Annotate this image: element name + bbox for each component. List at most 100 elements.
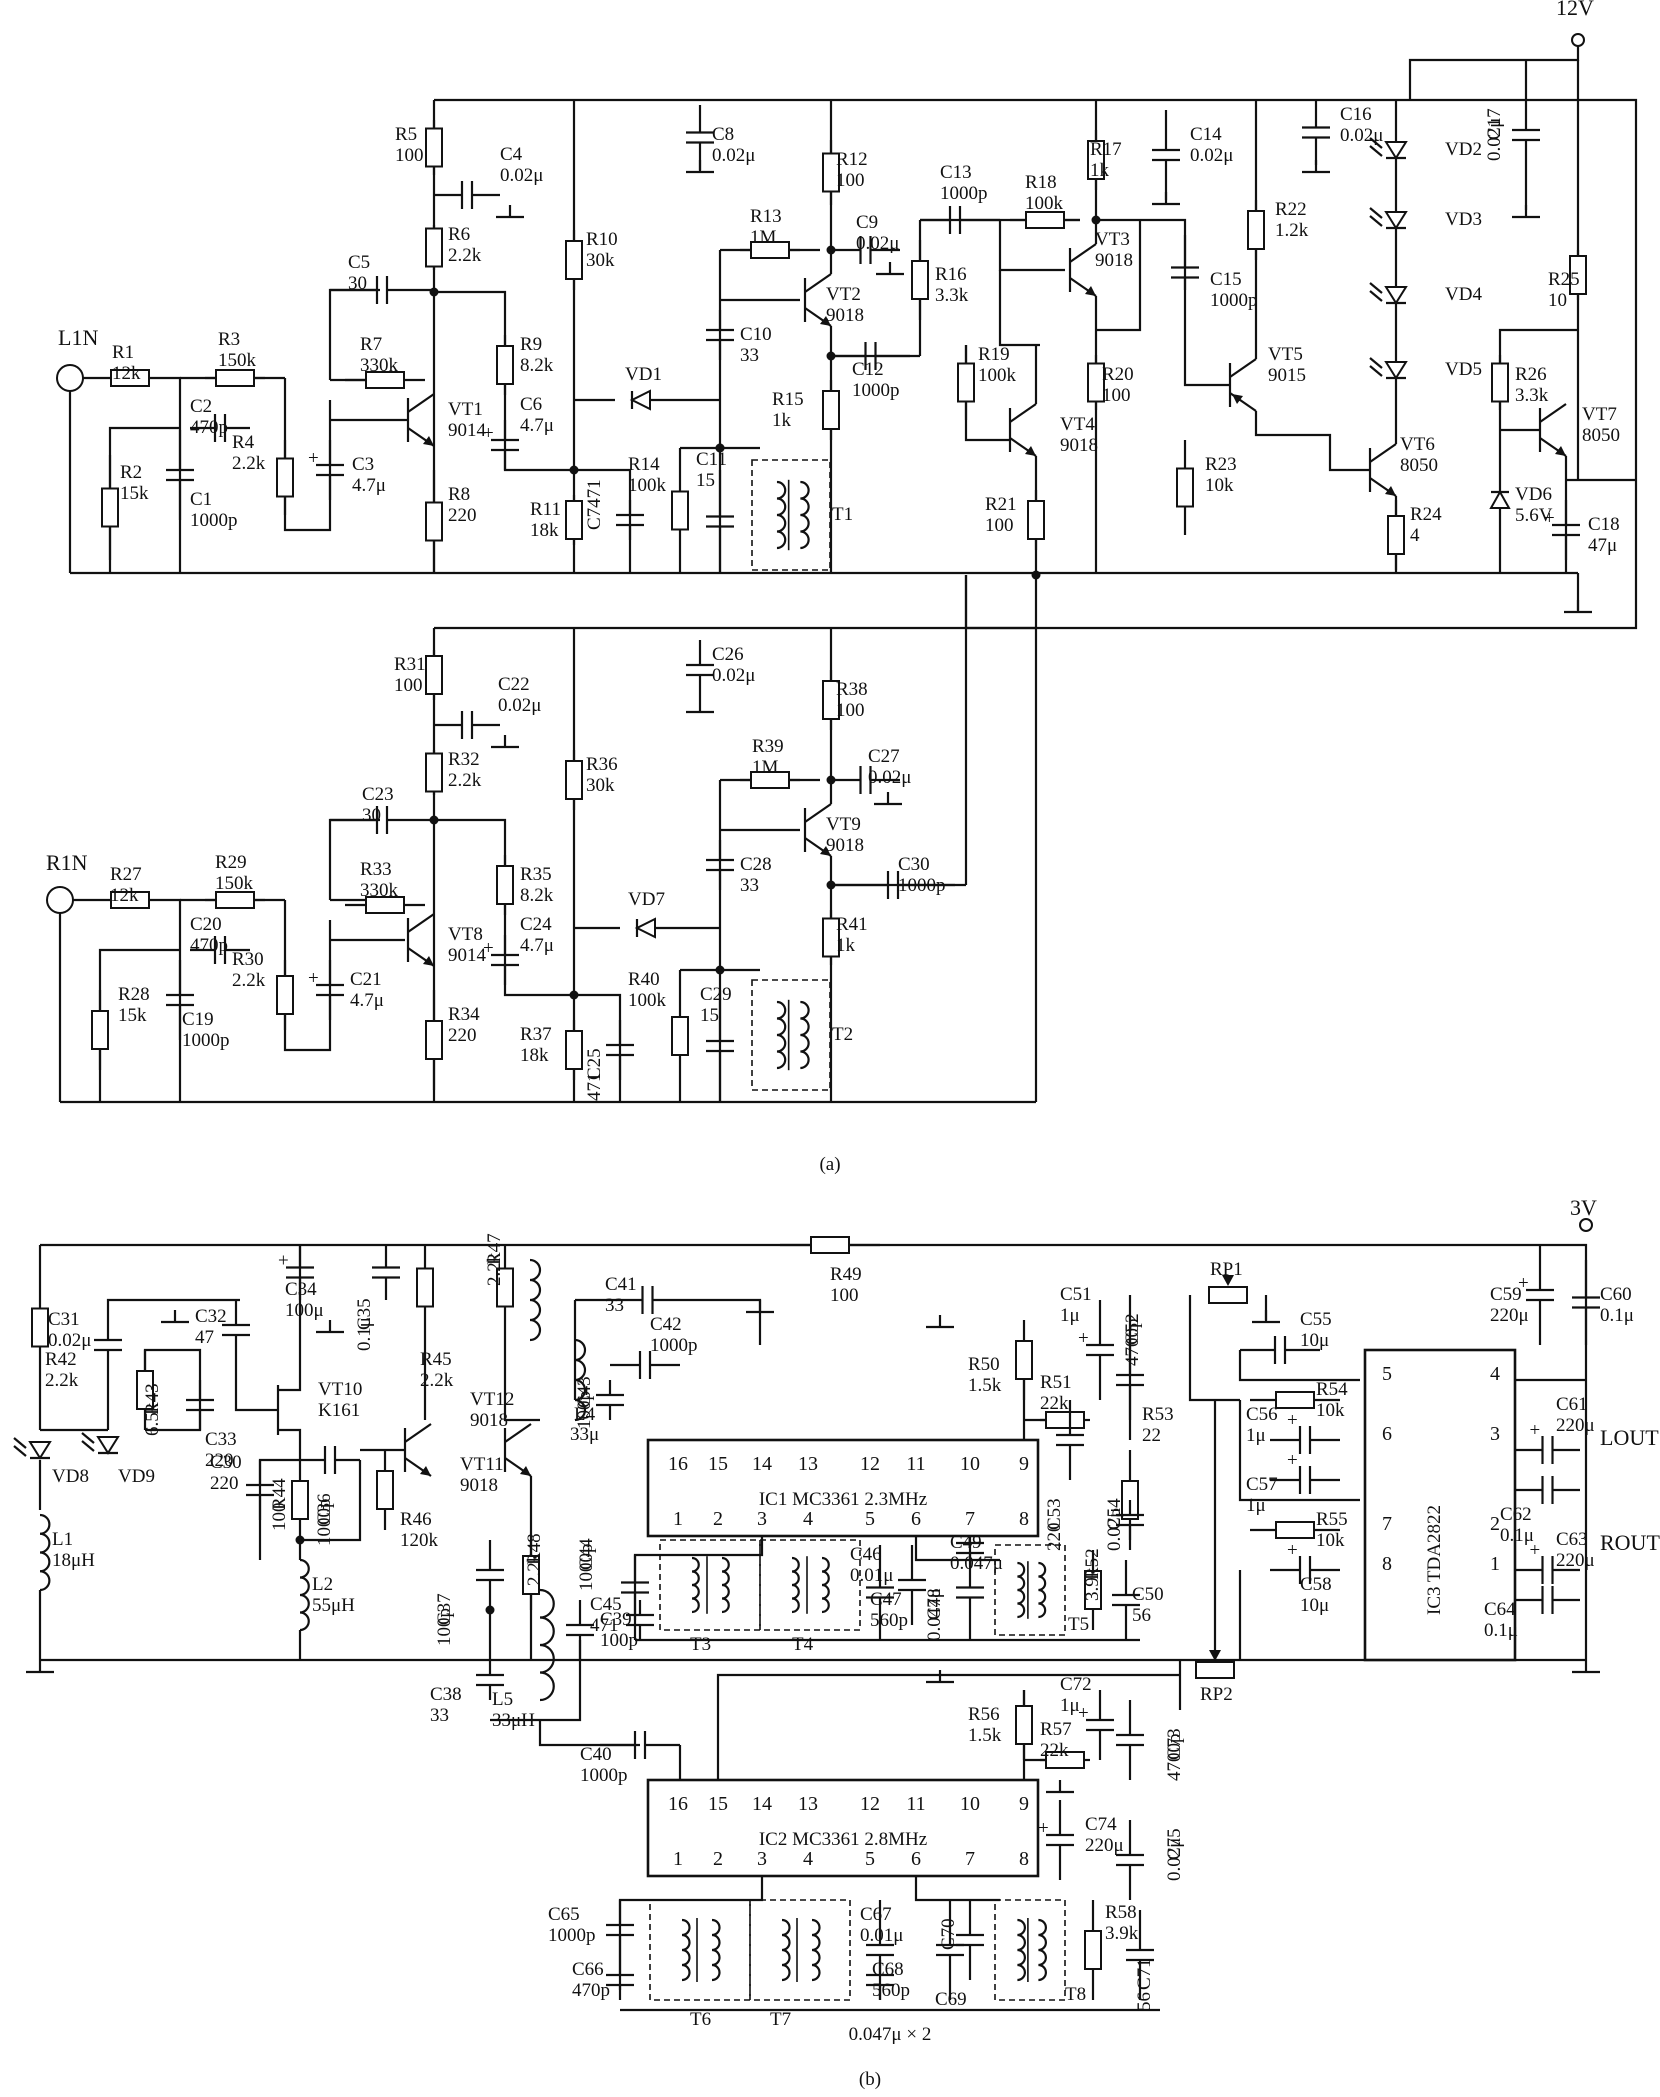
r16-value: 3.3k: [935, 285, 969, 306]
r28: [91, 1010, 109, 1050]
vt8-type: 9014: [448, 945, 487, 966]
c48-value: 0.047μ: [924, 1588, 945, 1641]
c54-value: 0.02μ: [1104, 1508, 1125, 1551]
ic2-top-pin: 13: [798, 1793, 818, 1815]
vd2: [1384, 141, 1408, 160]
c58-ref: C58: [1300, 1574, 1332, 1595]
r36: [565, 760, 583, 800]
r51-value: 22k: [1040, 1393, 1069, 1414]
r6: [425, 227, 443, 268]
r24: [1387, 515, 1405, 555]
r55-ref: R55: [1316, 1509, 1348, 1530]
r29-ref: R29: [215, 852, 247, 873]
r31-value: 100: [394, 675, 423, 696]
r1-value: 12k: [112, 363, 141, 384]
ic2-top-pin: 9: [1019, 1793, 1029, 1815]
r7: [365, 371, 405, 389]
vt10-type: K161: [318, 1400, 360, 1421]
c65-value: 1000p: [548, 1925, 596, 1946]
c30-value: 1000p: [898, 875, 946, 896]
c74-value: 220μ: [1085, 1835, 1124, 1856]
r45: [416, 1267, 434, 1308]
c32-value: 47: [195, 1327, 214, 1348]
c38-value: 33: [430, 1705, 449, 1726]
rp2: [1195, 1661, 1235, 1679]
vt6: [1369, 443, 1397, 463]
r1n-input-jack[interactable]: [46, 886, 74, 914]
c25-ref: C25: [584, 1048, 605, 1080]
r49-ref: R49: [830, 1264, 862, 1285]
vt4-ref: VT4: [1060, 414, 1095, 435]
l1: [39, 1513, 51, 1592]
c58-plus-sign: +: [1287, 1540, 1298, 1561]
ic3-left-pin: 5: [1382, 1363, 1392, 1385]
c23-value: 30: [362, 805, 381, 826]
ic3-left-pin: 7: [1382, 1513, 1392, 1535]
vd6: [1489, 489, 1511, 509]
r13-value: 1M: [750, 227, 777, 248]
r30-ref: R30: [232, 949, 264, 970]
r15: [822, 390, 840, 430]
l4-value: 33μ: [570, 1424, 599, 1445]
c34-ref: C34: [285, 1279, 317, 1300]
r26: [1491, 362, 1509, 403]
c34-plus-sign: +: [278, 1251, 289, 1272]
c49-value: 0.047μ: [950, 1553, 1003, 1574]
c6-ref: C6: [520, 394, 542, 415]
t3: [659, 1539, 761, 1631]
t6: [649, 1899, 751, 2001]
vd8: [28, 1441, 52, 1460]
c22-ref: C22: [498, 674, 530, 695]
t1: [751, 459, 831, 571]
junction-dot: [1091, 215, 1101, 225]
junction-dot: [569, 465, 579, 475]
vt2-type: 9018: [826, 305, 864, 326]
c55-value: 10μ: [1300, 1330, 1329, 1351]
r17: [1087, 140, 1105, 180]
r15-ref: R15: [772, 389, 804, 410]
r43: [136, 1370, 154, 1410]
r52-value: 3.9k: [1082, 1567, 1103, 1601]
c17-value: 0.02μ: [1484, 118, 1505, 161]
c27-ref: C27: [868, 746, 900, 767]
r37-ref: R37: [520, 1024, 552, 1045]
r19-value: 100k: [978, 365, 1017, 386]
r25-value: 10: [1548, 290, 1567, 311]
r42-value: 2.2k: [45, 1370, 79, 1391]
l5-value: 33μH: [492, 1710, 535, 1731]
panel-a-caption: (a): [819, 1154, 840, 1175]
r5-value: 100: [395, 145, 424, 166]
c65-ref: C65: [548, 1904, 580, 1925]
l1n-input-jack[interactable]: [56, 364, 84, 392]
c31-ref: C31: [48, 1309, 80, 1330]
vd1: [629, 389, 651, 411]
c9-value: 0.02μ: [856, 233, 899, 254]
r14-value: 100k: [628, 475, 667, 496]
c54-ref: C54: [1104, 1498, 1125, 1530]
junction-dot: [715, 443, 725, 453]
r16: [911, 260, 929, 300]
supply-12v-terminal: [1571, 33, 1585, 47]
c18-plus-sign: +: [1544, 508, 1555, 529]
c45-value: 471: [590, 1615, 619, 1636]
vd8-ref: VD8: [52, 1466, 89, 1487]
c73-ref: C73: [1164, 1728, 1185, 1760]
rp2-ref: RP2: [1200, 1684, 1233, 1705]
l1-ref: L1: [52, 1529, 73, 1550]
r26-ref: R26: [1515, 364, 1547, 385]
r11-value: 18k: [530, 520, 559, 541]
c72-ref: C72: [1060, 1674, 1092, 1695]
c1-value: 1000p: [190, 510, 238, 531]
c30-ref: C30: [898, 854, 930, 875]
c34-value: 100μ: [285, 1300, 324, 1321]
r27-value: 12k: [110, 885, 139, 906]
c39-ref: C39: [600, 1609, 632, 1630]
c30b-ref: C30: [210, 1452, 242, 1473]
vd7-ref: VD7: [628, 889, 665, 910]
ic3-right-pin: 1: [1490, 1553, 1500, 1575]
c52-value: 4700p: [1122, 1319, 1143, 1367]
r32: [425, 752, 443, 793]
r44-ref: R44: [269, 1478, 290, 1510]
r45-value: 2.2k: [420, 1370, 454, 1391]
